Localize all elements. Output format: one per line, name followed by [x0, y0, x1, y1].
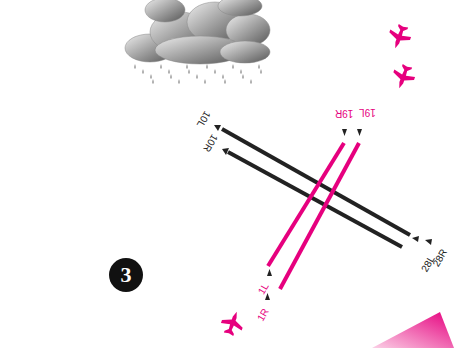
runway-10-28: [214, 125, 432, 247]
rain: [134, 64, 261, 84]
rain-drop: [196, 74, 197, 79]
rain-drop: [170, 74, 171, 79]
runway-label: 1L: [257, 282, 271, 297]
runway-label: 28R: [431, 248, 449, 269]
rain-drop: [232, 64, 233, 69]
callout-circle: [109, 258, 143, 292]
runway-label: 10R: [201, 133, 219, 154]
runway-label: 19L: [359, 107, 376, 117]
wedge: [372, 312, 454, 348]
rain-drop: [204, 79, 205, 84]
rain-drop: [258, 64, 259, 69]
rain-drop: [152, 79, 153, 84]
runway-1-19: [265, 129, 362, 300]
rain-drop: [260, 69, 261, 74]
rain-drop: [206, 64, 207, 69]
airplane: [385, 22, 414, 52]
rain-drop: [168, 69, 169, 74]
rain-drop: [224, 79, 225, 84]
rain-drop: [250, 79, 251, 84]
rain-drop: [160, 64, 161, 69]
rain-drop: [240, 69, 241, 74]
airplane: [389, 62, 418, 92]
runway-label: 1R: [255, 307, 270, 323]
rain-drop: [142, 69, 143, 74]
rain-drop: [222, 74, 223, 79]
rain-drop: [186, 64, 187, 69]
rain-drop: [188, 69, 189, 74]
storm-cloud: [125, 0, 270, 64]
runway-label: 19R: [335, 108, 353, 118]
rain-drop: [150, 74, 151, 79]
airplane: [218, 308, 247, 338]
rain-drop: [214, 69, 215, 74]
runway-label: 10L: [194, 109, 211, 128]
callout-number: 3: [121, 264, 132, 286]
rain-drop: [242, 74, 243, 79]
rain-drop: [178, 79, 179, 84]
rain-drop: [134, 64, 135, 69]
